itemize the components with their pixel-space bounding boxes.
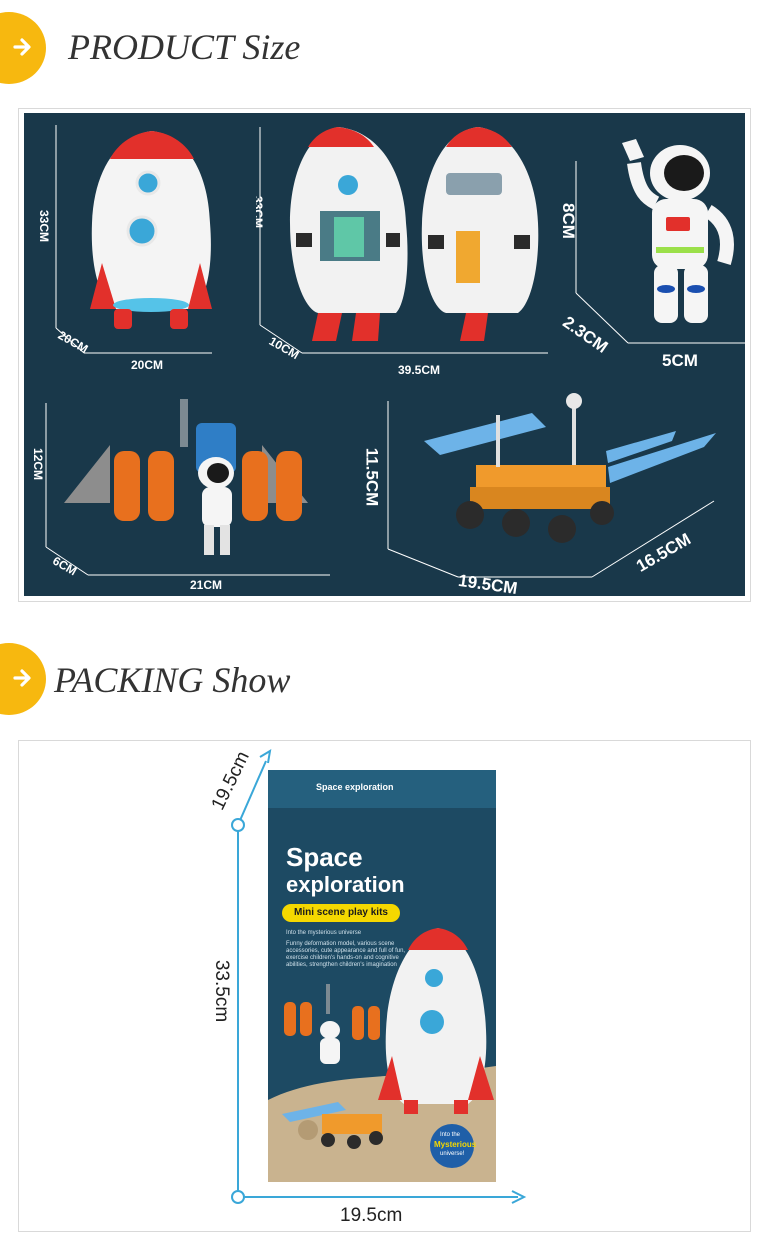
rocket-height-label: 33CM [37, 209, 52, 243]
box-top-face [268, 770, 496, 808]
arrow-badge-icon [0, 643, 46, 715]
box-title-exploration: exploration [286, 872, 405, 897]
product-size-title: PRODUCT Size [68, 27, 301, 67]
package-box: Space exploration Space exploration Mini… [268, 770, 496, 1182]
jetpack-height-label: 12CM [31, 447, 46, 481]
jetpack-illustration [45, 399, 330, 576]
rover-illustration [387, 393, 716, 578]
box-desc-line-2: accessories, cute appearance and full of… [286, 948, 406, 954]
box-artwork [268, 928, 496, 1182]
box-top-label: Space exploration [316, 782, 394, 792]
astronaut-width-label: 5CM [662, 351, 698, 370]
open-rocket-width-label: 39.5CM [398, 363, 441, 375]
box-desc-line-1: Funny deformation model, various scene [286, 941, 395, 947]
open-rocket-panel: 33CM 10CM 39.5CM [256, 113, 552, 375]
open-rocket-illustration [259, 127, 548, 354]
box-badge-line-2: Mysterious [434, 1140, 477, 1149]
box-desc-line-4: abilities, strengthen children's imagina… [286, 962, 397, 968]
box-tagline: Into the mysterious universe [286, 930, 362, 936]
box-subtitle-pill: Mini scene play kits [282, 904, 400, 922]
packing-show-header: PACKING Show [0, 643, 770, 715]
packing-width-label: 19.5cm [340, 1205, 403, 1226]
open-rocket-height-label: 33CM [256, 195, 266, 229]
packing-height-label: 33.5cm [211, 959, 233, 1023]
jetpack-panel: 12CM 6CM 21CM [24, 375, 346, 596]
packing-dimension-arrows [231, 749, 527, 1204]
astronaut-illustration [575, 139, 745, 344]
rover-panel: 11.5CM 16.5CM 19.5CM [346, 375, 745, 596]
rocket-illustration [55, 125, 212, 354]
box-title-space: Space [286, 842, 363, 872]
box-badge-line-3: universe! [440, 1151, 465, 1157]
rocket-panel: 33CM 20CM 20CM [24, 113, 256, 375]
arrow-badge-icon [0, 12, 46, 84]
astronaut-panel: 8CM 2.3CM 5CM [552, 113, 745, 375]
product-size-header: PRODUCT Size [0, 12, 770, 84]
rover-height-label: 11.5CM [362, 447, 382, 507]
box-badge-line-1: Into the [440, 1132, 461, 1138]
astronaut-height-label: 8CM [558, 203, 578, 239]
packing-show-title: PACKING Show [54, 660, 291, 700]
jetpack-width-label: 21CM [190, 578, 223, 592]
box-desc-line-3: exercise children's hands-on and cogniti… [286, 955, 399, 961]
rocket-width-label: 20CM [131, 358, 164, 372]
